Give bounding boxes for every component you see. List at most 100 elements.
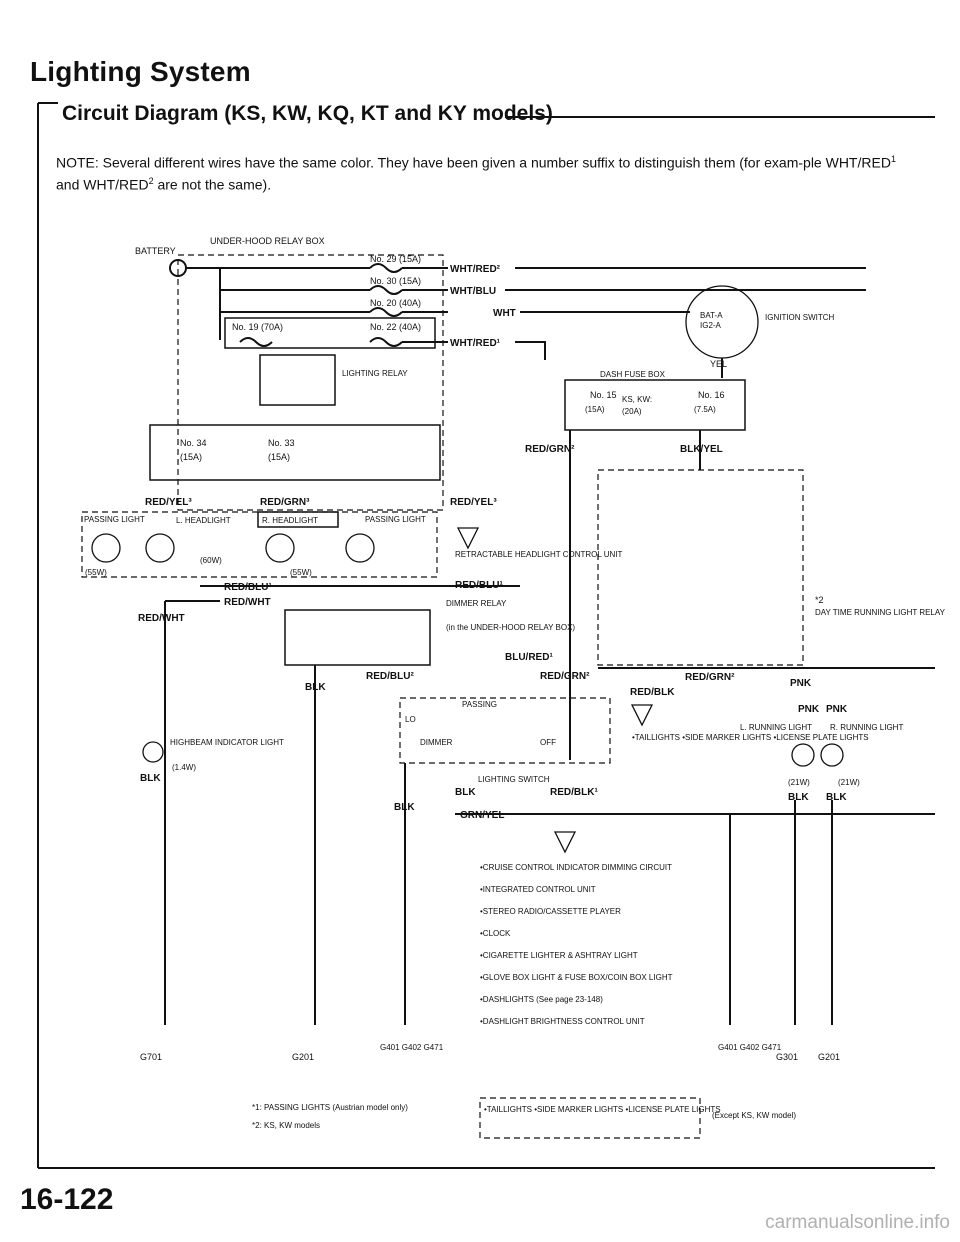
fuse-15-alt: KS, KW:: [622, 395, 652, 404]
dimmer-relay-note: (in the UNDER-HOOD RELAY BOX): [446, 623, 575, 632]
fuse-33-label: No. 33: [268, 438, 295, 448]
fuse-34-label: No. 34: [180, 438, 207, 448]
fuse-33-amp: (15A): [268, 452, 290, 462]
wire-label-wht-red1: WHT/RED¹: [450, 338, 501, 349]
wire-label-wht-blu: WHT/BLU: [450, 286, 496, 297]
cruise-list-5: •GLOVE BOX LIGHT & FUSE BOX/COIN BOX LIG…: [480, 973, 673, 982]
footnote-1: *1: PASSING LIGHTS (Austrian model only): [252, 1103, 408, 1112]
drl-relay-box: [597, 469, 804, 666]
fuse-22-symbol: [369, 337, 403, 347]
fuse-16-amp: (7.5A): [694, 405, 716, 414]
r-running-light-label: R. RUNNING LIGHT: [830, 723, 903, 732]
dimmer-relay-label: DIMMER RELAY: [446, 599, 507, 608]
except-box-list: •TAILLIGHTS •SIDE MARKER LIGHTS •LICENSE…: [484, 1105, 721, 1114]
r-headlight-watt: (55W): [290, 568, 312, 577]
wire-label-blk-2: BLK: [455, 787, 476, 798]
wire-label-blk-r: BLK: [826, 792, 847, 803]
retractable-unit-icon: [456, 527, 480, 550]
section-title: Circuit Diagram (KS, KW, KQ, KT and KY m…: [62, 102, 553, 125]
wire-label-pnk: PNK: [790, 678, 812, 689]
lo-label: LO: [405, 715, 416, 724]
wire-label-red-blk1: RED/BLK¹: [550, 787, 598, 798]
wire-label-red-wht-b: RED/WHT: [224, 597, 271, 608]
cruise-list-0: •CRUISE CONTROL INDICATOR DIMMING CIRCUI…: [480, 863, 672, 872]
fuse-22-label: No. 22 (40A): [370, 322, 421, 332]
dimmer-label: DIMMER: [420, 738, 453, 747]
wire-label-wht: WHT: [493, 308, 516, 319]
ground-g401-a: G401 G402 G471: [380, 1043, 444, 1052]
ground-g201-b: G201: [818, 1052, 840, 1062]
fuse-19-symbol: [239, 337, 273, 347]
wire-label-red-blu1-b: RED/BLU¹: [224, 582, 272, 593]
wire-label-yel: YEL: [710, 359, 727, 369]
cruise-list-7: •DASHLIGHT BRIGHTNESS CONTROL UNIT: [480, 1017, 645, 1026]
r-running-light-watt: (21W): [838, 778, 860, 787]
wire-label-red-grn3: RED/GRN³: [260, 497, 310, 508]
passing-light-left-label: PASSING LIGHT: [84, 515, 145, 524]
r-headlight-label: R. HEADLIGHT: [262, 516, 318, 525]
fuse-15-amp: (15A): [585, 405, 605, 414]
l-running-light-watt: (21W): [788, 778, 810, 787]
fuse-29-label: No. 29 (15A): [370, 254, 421, 264]
lighting-switch-label: LIGHTING SWITCH: [478, 775, 550, 784]
ground-g701: G701: [140, 1052, 162, 1062]
wire-label-pnk-l: PNK: [798, 704, 820, 715]
ignition-switch: [685, 285, 759, 359]
wire-label-red-yel3-left: RED/YEL³: [145, 497, 192, 508]
fuse-20-symbol: [369, 307, 403, 317]
wire-label-red-wht: RED/WHT: [138, 613, 185, 624]
wire-label-blu-red1: BLU/RED¹: [505, 652, 553, 663]
fuse-15-label: No. 15: [590, 390, 617, 400]
ground-g301: G301: [776, 1052, 798, 1062]
wire-label-blk-yel: BLK/YEL: [680, 444, 723, 455]
taillights-icon: [630, 704, 654, 727]
except-note: (Except KS, KW model): [712, 1111, 796, 1120]
wire-label-grn-yel: GRN/YEL: [460, 810, 504, 821]
l-running-light-icon: [791, 743, 815, 767]
page-number: 16-122: [20, 1183, 114, 1216]
wire-label-pnk-r: PNK: [826, 704, 848, 715]
cruise-list-2: •STEREO RADIO/CASSETTE PLAYER: [480, 907, 621, 916]
page-title: Lighting System: [30, 56, 251, 87]
fuse-29-symbol: [369, 263, 403, 273]
fuse-19-22-box: [224, 317, 436, 349]
fuse-34-amp: (15A): [180, 452, 202, 462]
ground-g401-b: G401 G402 G471: [718, 1043, 782, 1052]
fuse-20-label: No. 20 (40A): [370, 298, 421, 308]
wire-wht-red1: [515, 341, 546, 360]
fuse-30-label: No. 30 (15A): [370, 276, 421, 286]
taillights-list: •TAILLIGHTS •SIDE MARKER LIGHTS •LICENSE…: [632, 733, 869, 742]
highbeam-indicator-watt: (1.4W): [172, 763, 196, 772]
drl-relay-label: DAY TIME RUNNING LIGHT RELAY: [815, 608, 946, 617]
wire-label-blk-l: BLK: [788, 792, 809, 803]
l-headlight-icon: [145, 533, 175, 563]
r-headlight-box: [257, 511, 339, 528]
fuse-34-33-box: [149, 424, 441, 481]
dash-fuse-box: [564, 379, 746, 431]
cruise-list-6: •DASHLIGHTS (See page 23-148): [480, 995, 603, 1004]
cruise-list-3: •CLOCK: [480, 929, 511, 938]
passing-light-left-watt: (55W): [85, 568, 107, 577]
l-headlight-watt: (60W): [200, 556, 222, 565]
l-running-light-label: L. RUNNING LIGHT: [740, 723, 812, 732]
ignition-ig2-a: IG2-A: [700, 321, 722, 330]
ignition-switch-label: IGNITION SWITCH: [765, 313, 835, 322]
wire-label-red-yel3-right: RED/YEL³: [450, 497, 497, 508]
wire-label-wht-red2: WHT/RED²: [450, 264, 501, 275]
ground-g201: G201: [292, 1052, 314, 1062]
wire-label-red-blu2: RED/BLU²: [366, 671, 414, 682]
wire-label-blk-hb: BLK: [140, 773, 161, 784]
fuse-16-label: No. 16: [698, 390, 725, 400]
passing-label: PASSING: [462, 700, 497, 709]
fuse-19-label: No. 19 (70A): [232, 322, 283, 332]
passing-light-right-icon: [345, 533, 375, 563]
passing-light-right-label: PASSING LIGHT: [365, 515, 426, 524]
dimmer-relay-box: [284, 609, 431, 666]
off-label: OFF: [540, 738, 556, 747]
ignition-bat-a: BAT-A: [700, 311, 723, 320]
highbeam-indicator-icon: [142, 741, 164, 763]
battery-label: BATTERY: [135, 246, 176, 256]
lighting-relay-label: LIGHTING RELAY: [342, 369, 408, 378]
footnote-2: *2: KS, KW models: [252, 1121, 320, 1130]
